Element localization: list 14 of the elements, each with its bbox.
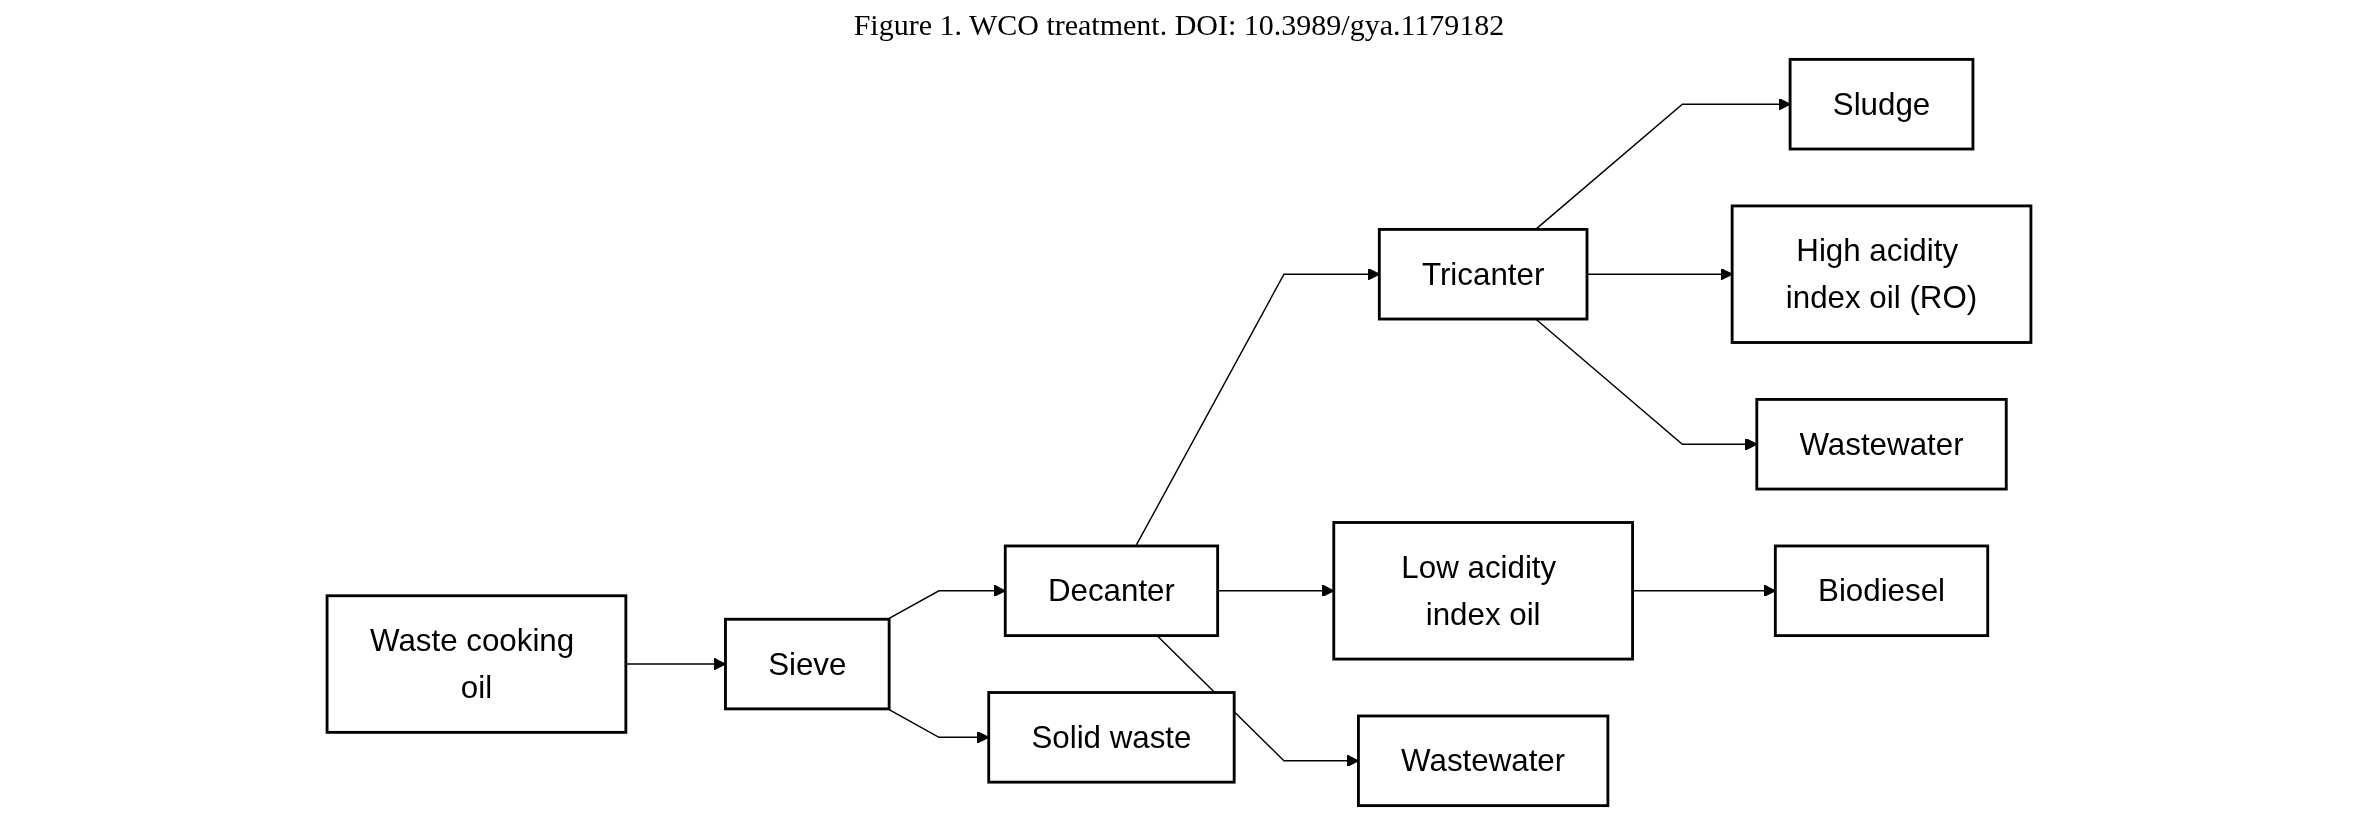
node-box: Solid waste (987, 691, 1236, 784)
node-box: Waste cooking oil (325, 594, 628, 734)
node-box: Low acidity index oil (1332, 521, 1634, 661)
node-box: Decanter (1003, 544, 1220, 638)
node-box: Tricanter (1377, 227, 1589, 321)
node-box: Wastewater (1755, 398, 2008, 491)
figure-caption: Figure 1. WCO treatment. DOI: 10.3989/gya.1179182 (853, 8, 1505, 42)
node-box: Sieve (724, 617, 891, 711)
node-box: Biodiesel (1773, 544, 1990, 638)
node-box: High acidity index oil (RO) (1730, 204, 2033, 344)
node-box: Wastewater (1357, 714, 1610, 808)
arrow (887, 584, 1006, 620)
arrow (625, 657, 726, 671)
node-box: Sludge (1788, 57, 1975, 151)
